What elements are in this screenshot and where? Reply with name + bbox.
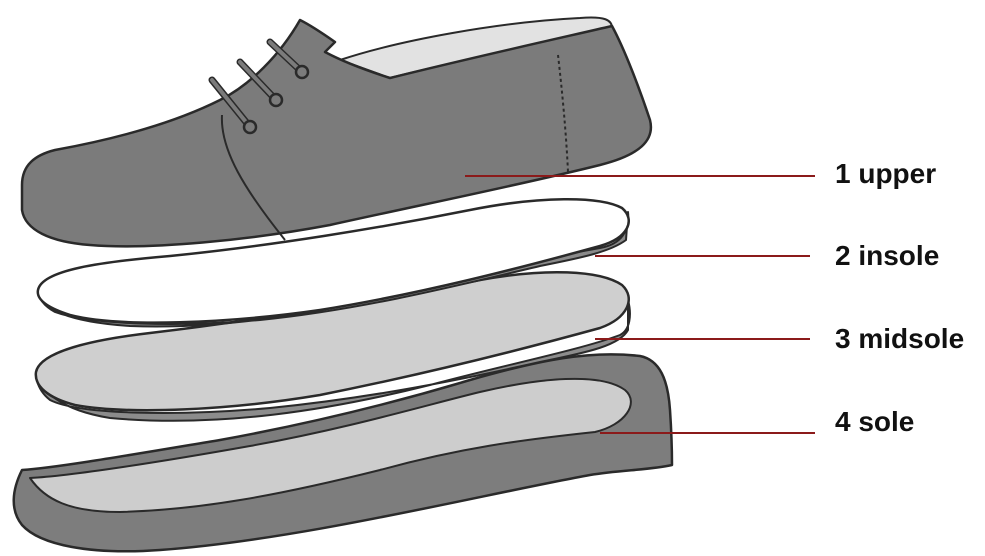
upper-heel-stitching [557, 54, 569, 173]
sole-footbed [29, 377, 632, 513]
upper-part [20, 16, 653, 248]
midsole-top [34, 270, 630, 412]
midsole-part [34, 270, 631, 422]
label-sole: 4 sole [835, 406, 915, 437]
upper-vamp-seam [220, 114, 286, 241]
insole-top [36, 197, 630, 324]
insole-part [36, 197, 630, 328]
upper-body [20, 18, 653, 248]
sole-part [12, 353, 674, 553]
label-insole: 2 insole [835, 240, 940, 271]
laces [208, 38, 306, 131]
leader-lines [465, 175, 815, 434]
label-upper: 1 upper [835, 158, 937, 189]
label-midsole: 3 midsole [835, 323, 965, 354]
eyelets [242, 64, 310, 135]
